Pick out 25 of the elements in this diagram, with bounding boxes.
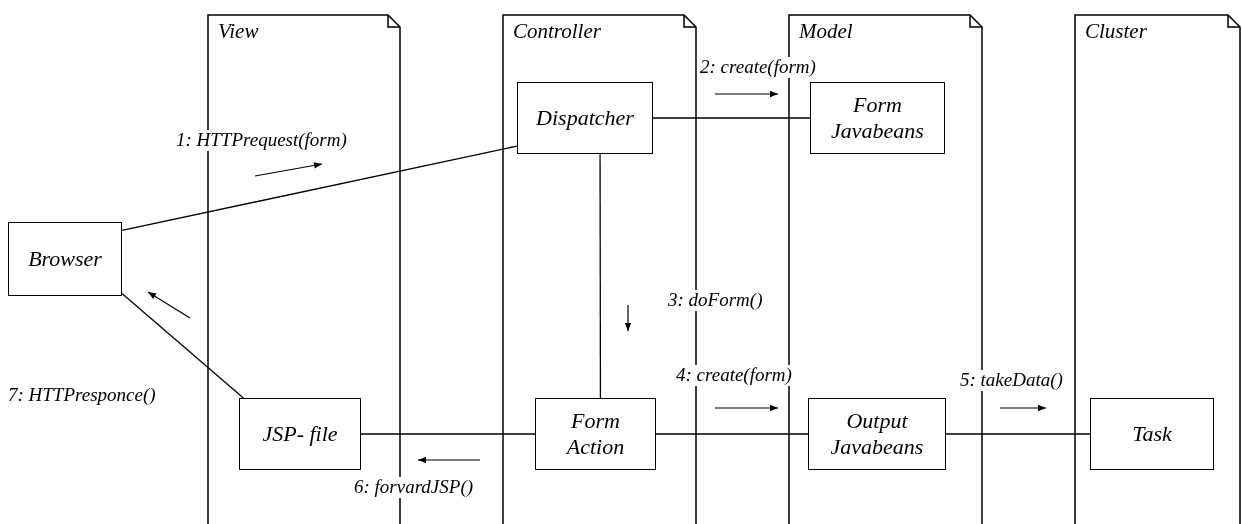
object-box: Task <box>1090 398 1214 470</box>
object-box: Dispatcher <box>517 82 653 154</box>
package-title: Cluster <box>1085 19 1147 44</box>
message-label: 5: takeData() <box>960 370 1063 391</box>
connector-line <box>121 292 245 399</box>
message-label: 2: create(form) <box>700 57 816 78</box>
package-title: View <box>218 19 259 44</box>
connector-line <box>945 433 1091 435</box>
object-box: Form Javabeans <box>810 82 945 154</box>
message-label: 1: HTTPrequest(form) <box>176 130 347 151</box>
message-label: 3: doForm() <box>668 290 763 311</box>
package-title: Model <box>799 19 853 44</box>
package-title: Controller <box>513 19 601 44</box>
message-label: 4: create(form) <box>676 365 792 386</box>
message-label: 6: forvardJSP() <box>354 477 474 498</box>
connector-line <box>655 433 809 435</box>
connector-line <box>652 117 811 119</box>
connector-line <box>599 153 602 399</box>
object-box: JSP- file <box>239 398 361 470</box>
connector-line <box>360 433 536 435</box>
object-box: Output Javabeans <box>808 398 946 470</box>
object-box: Browser <box>8 222 122 296</box>
connector-line <box>121 145 518 231</box>
message-label: 7: HTTPresponce() <box>8 385 156 406</box>
object-box: Form Action <box>535 398 656 470</box>
